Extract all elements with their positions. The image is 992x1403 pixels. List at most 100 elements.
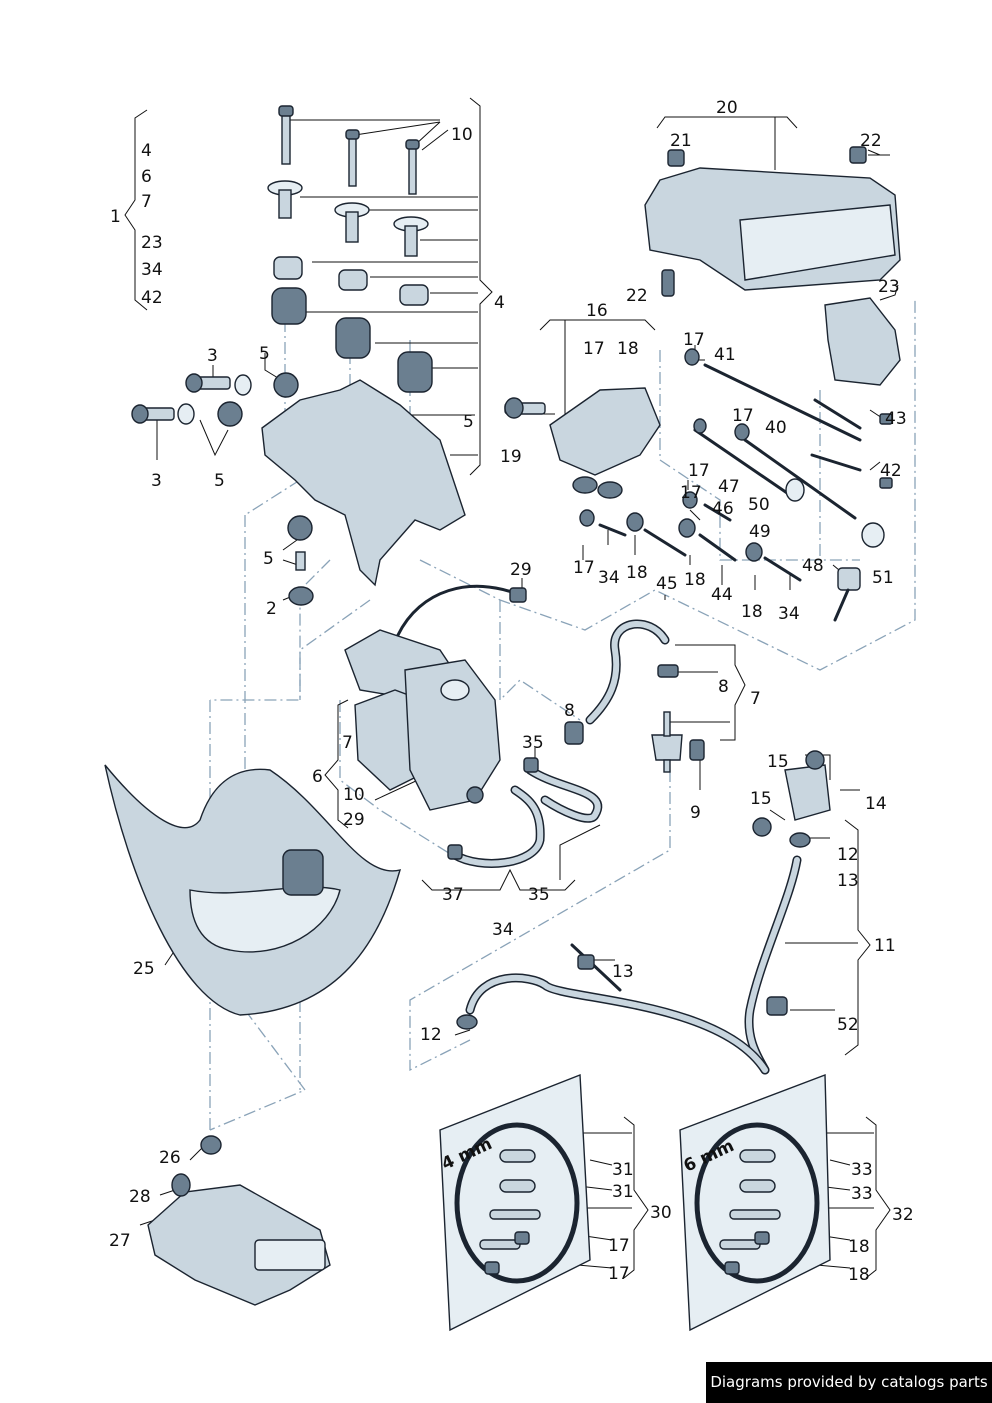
callout-31: 31: [612, 1160, 634, 1180]
callout-33: 33: [851, 1184, 873, 1204]
callout-4: 4: [494, 293, 505, 313]
callout-37: 37: [442, 885, 464, 905]
callout-1: 1: [110, 207, 121, 227]
callout-15: 15: [750, 789, 772, 809]
callout-17: 17: [680, 483, 702, 503]
callout-17: 17: [583, 339, 605, 359]
callout-20: 20: [716, 98, 738, 118]
callout-labels: 1 4 6 7 23 34 42 10 4 5 3 5 3 5 5 2 20 2…: [109, 98, 914, 1285]
callout-17: 17: [683, 330, 705, 350]
callout-5: 5: [214, 471, 225, 491]
fittings: [579, 348, 893, 622]
callout-31: 31: [612, 1182, 634, 1202]
vent-line: [456, 750, 831, 1075]
callout-11: 11: [874, 936, 896, 956]
callout-6: 6: [141, 167, 152, 187]
callout-5: 5: [263, 549, 274, 569]
callout-23: 23: [141, 233, 163, 253]
callout-33: 33: [851, 1160, 873, 1180]
callout-8: 8: [564, 701, 575, 721]
callout-18: 18: [741, 602, 763, 622]
callout-14: 14: [865, 794, 887, 814]
callout-6: 6: [312, 767, 323, 787]
callout-50: 50: [748, 495, 770, 515]
callout-3: 3: [151, 471, 162, 491]
parts: 4 mm 6 mm: [104, 105, 901, 1332]
callout-2: 2: [266, 599, 277, 619]
callout-47: 47: [718, 477, 740, 497]
callout-7: 7: [141, 192, 152, 212]
callout-34: 34: [141, 260, 163, 280]
callout-13: 13: [612, 962, 634, 982]
callout-25: 25: [133, 959, 155, 979]
callout-4: 4: [141, 141, 152, 161]
callout-18: 18: [626, 563, 648, 583]
heat-shield: [104, 764, 402, 1016]
callout-49: 49: [749, 522, 771, 542]
callout-30: 30: [650, 1203, 672, 1223]
callout-45: 45: [656, 574, 678, 594]
callout-42: 42: [141, 288, 163, 308]
air-compressor: [344, 584, 527, 811]
callout-35: 35: [522, 733, 544, 753]
callout-21: 21: [670, 131, 692, 151]
callout-3: 3: [207, 346, 218, 366]
callout-27: 27: [109, 1231, 131, 1251]
callout-17: 17: [688, 461, 710, 481]
callout-18: 18: [684, 570, 706, 590]
callout-16: 16: [586, 301, 608, 321]
mounting-bolts: [278, 105, 420, 195]
callout-44: 44: [711, 585, 733, 605]
callout-17: 17: [608, 1264, 630, 1284]
callout-23: 23: [878, 277, 900, 297]
callout-22: 22: [860, 131, 882, 151]
repair-kit-4mm: 4 mm: [439, 1073, 591, 1332]
callout-26: 26: [159, 1148, 181, 1168]
pressure-reservoir: [644, 146, 901, 297]
callout-15: 15: [767, 752, 789, 772]
callout-8: 8: [718, 677, 729, 697]
callout-34: 34: [598, 568, 620, 588]
callout-17: 17: [608, 1236, 630, 1256]
footer-credit: Diagrams provided by catalogs parts: [706, 1362, 992, 1403]
callout-19: 19: [500, 447, 522, 467]
valve-block: [504, 387, 661, 499]
callout-17: 17: [732, 406, 754, 426]
callout-52: 52: [837, 1015, 859, 1035]
callout-7: 7: [342, 733, 353, 753]
callout-32: 32: [892, 1205, 914, 1225]
callout-29: 29: [343, 810, 365, 830]
callout-48: 48: [802, 556, 824, 576]
callout-17: 17: [573, 558, 595, 578]
air-hoses: [447, 619, 705, 868]
callout-35: 35: [528, 885, 550, 905]
callout-28: 28: [129, 1187, 151, 1207]
callout-41: 41: [714, 345, 736, 365]
callout-22: 22: [626, 286, 648, 306]
callout-46: 46: [712, 499, 734, 519]
callout-34: 34: [492, 920, 514, 940]
callout-13: 13: [837, 871, 859, 891]
callout-42: 42: [880, 461, 902, 481]
callout-18: 18: [617, 339, 639, 359]
sensor-unit: [824, 297, 901, 386]
callout-40: 40: [765, 418, 787, 438]
callout-5: 5: [259, 344, 270, 364]
repair-kit-6mm: 6 mm: [679, 1073, 831, 1332]
control-module: [147, 1135, 331, 1306]
callout-43: 43: [885, 409, 907, 429]
callout-12: 12: [420, 1025, 442, 1045]
callout-10: 10: [451, 125, 473, 145]
bushings: [267, 180, 433, 393]
callout-18: 18: [848, 1265, 870, 1285]
callout-18: 18: [848, 1237, 870, 1257]
side-bolts: [131, 372, 314, 606]
callout-9: 9: [690, 803, 701, 823]
callout-5: 5: [463, 412, 474, 432]
callout-12: 12: [837, 845, 859, 865]
callout-29: 29: [510, 560, 532, 580]
callout-10: 10: [343, 785, 365, 805]
callout-7: 7: [750, 689, 761, 709]
callout-51: 51: [872, 568, 894, 588]
